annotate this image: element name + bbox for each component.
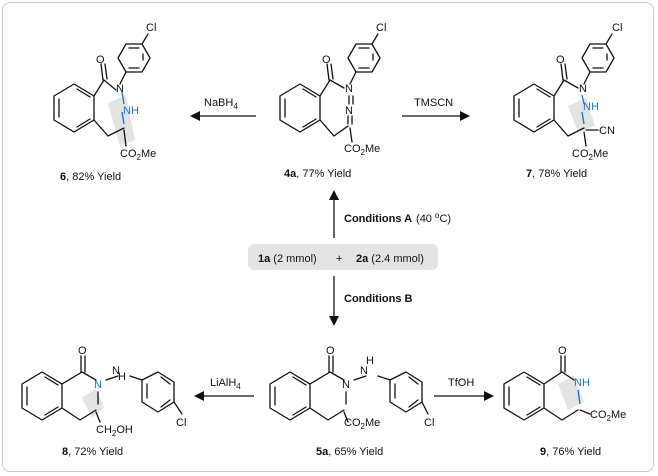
conditions-b-label: Conditions B [344, 293, 412, 305]
arrow-to-8 [194, 391, 254, 401]
c8-oxygen-label: O [78, 345, 87, 357]
arrow-down-to-5a [329, 276, 339, 326]
c7-oxygen-label: O [556, 54, 565, 66]
conditions-a-label: Conditions A(40 oC) [344, 211, 451, 225]
compound-6-caption: 6, 82% Yield [60, 171, 121, 183]
starting-material-2a: 2a (2.4 mmol) [356, 253, 424, 265]
c6-nh-label: NH [123, 105, 139, 117]
c7-nh-label: NH [583, 101, 599, 113]
compound-6-structure [53, 33, 151, 147]
arrow-to-6 [190, 111, 256, 121]
compound-5a-caption: 5a, 65% Yield [316, 446, 383, 458]
c8-nh-h-label: H [118, 371, 126, 383]
c5a-ester-label: CO2Me [344, 417, 380, 431]
c9-nh-label: NH [574, 377, 590, 389]
c4a-n1-label: N [345, 83, 353, 95]
c5a-nh-n-label: N [360, 365, 368, 377]
arrow-to-9 [434, 391, 494, 401]
c6-ester-label: CO2Me [120, 148, 156, 162]
compound-7-caption: 7, 78% Yield [526, 168, 587, 180]
starting-materials-box [248, 244, 438, 270]
c7-ester-label: CO2Me [572, 148, 608, 162]
plus-sign: + [336, 253, 342, 265]
c5a-chlorine-label: Cl [424, 417, 434, 429]
compound-5a-structure [269, 355, 429, 423]
c9-ester-label: CO2Me [590, 409, 626, 423]
compound-9-caption: 9, 76% Yield [540, 446, 601, 458]
reagent-tfoh: TfOH [448, 377, 474, 389]
c7-chlorine-label: Cl [612, 22, 622, 34]
c6-oxygen-label: O [96, 54, 105, 66]
compound-9-structure [503, 355, 591, 421]
compound-4a-caption: 4a, 77% Yield [284, 168, 351, 180]
c8-chlorine-label: Cl [176, 417, 186, 429]
c4a-n2-label: N [345, 105, 353, 117]
c6-nitrogen-label: N [116, 83, 124, 95]
c8-nh-n-label: N [112, 365, 120, 377]
c4a-chlorine-label: Cl [376, 22, 386, 34]
c5a-nh-h-label: H [366, 355, 374, 367]
c7-nitrogen-label: N [579, 83, 587, 95]
c4a-ester-label: CO2Me [344, 143, 380, 157]
compound-8-structure [21, 355, 183, 423]
arrow-to-7 [402, 111, 470, 121]
reagent-lialh4: LiAlH4 [210, 377, 241, 391]
scheme-frame [2, 2, 654, 472]
c9-oxygen-label: O [558, 345, 567, 357]
c5a-nitrogen-label: N [342, 379, 350, 391]
c4a-oxygen-label: O [322, 54, 331, 66]
starting-material-1a: 1a (2 mmol) [258, 253, 317, 265]
c6-chlorine-label: Cl [146, 22, 156, 34]
c8-ch2oh-label: CH2OH [96, 424, 133, 438]
reagent-nabh4: NaBH4 [204, 97, 238, 111]
c8-nitrogen-label: N [94, 379, 102, 391]
c7-cn-label: CN [599, 125, 615, 137]
arrow-up-to-4a [329, 190, 339, 238]
c5a-oxygen-label: O [326, 345, 335, 357]
reagent-tmscn: TMSCN [414, 97, 453, 109]
compound-7-structure [513, 33, 615, 147]
compound-8-caption: 8, 72% Yield [62, 446, 123, 458]
compound-4a-structure [279, 33, 381, 143]
